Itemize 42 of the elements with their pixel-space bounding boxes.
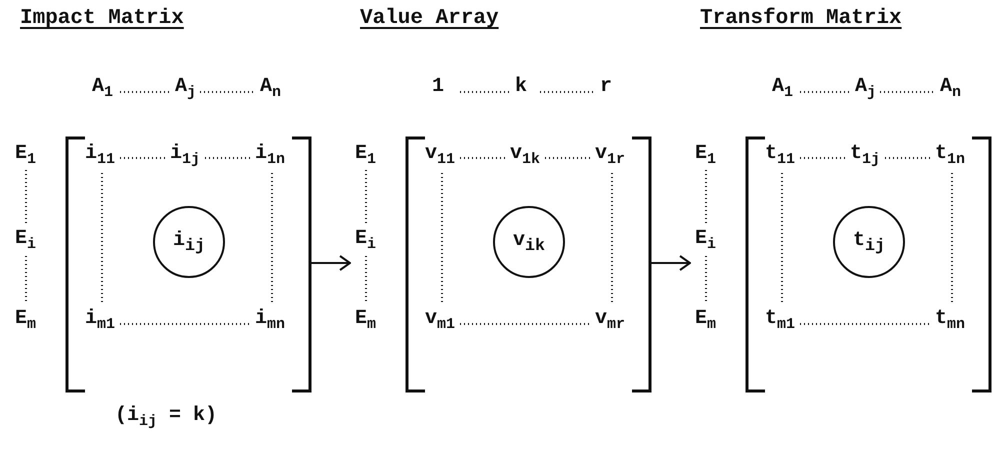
matrix-entry: v$_{1k}$ <box>510 143 540 170</box>
matrix-entry: t$_{11}$ <box>765 143 796 170</box>
matrix-entry: t$_{1j}$ <box>850 143 880 170</box>
row-label: E$_{m}$ <box>695 308 716 335</box>
row-label: E$_{m}$ <box>15 308 36 335</box>
matrix-entry: i$_{11}$ <box>85 143 116 170</box>
row-label: E$_{1}$ <box>355 143 376 170</box>
row-label: E$_{i}$ <box>695 228 716 255</box>
circled-element: v$_{ik}$ <box>493 206 565 278</box>
matrix-entry: t$_{m1}$ <box>765 308 796 335</box>
matrix-entry: v$_{m1}$ <box>425 308 456 335</box>
row-label: E$_{i}$ <box>355 228 376 255</box>
circled-element: t$_{ij}$ <box>833 206 905 278</box>
matrix-heading: Impact Matrix <box>20 8 184 30</box>
matrix-entry: i$_{mn}$ <box>255 308 286 335</box>
column-label: A$_{j}$ <box>175 76 196 103</box>
matrix-heading: Transform Matrix <box>700 8 902 30</box>
row-label: E$_{1}$ <box>695 143 716 170</box>
matrix-entry: i$_{m1}$ <box>85 308 116 335</box>
column-label: k <box>515 76 528 98</box>
matrix-heading: Value Array <box>360 8 499 30</box>
matrix-entry: i$_{1j}$ <box>170 143 200 170</box>
column-label: A$_{n}$ <box>260 76 282 103</box>
column-label: r <box>600 76 612 98</box>
column-label: A$_{1}$ <box>772 76 794 103</box>
circled-element: i$_{ij}$ <box>153 206 225 278</box>
column-label: A$_{1}$ <box>92 76 114 103</box>
column-label: A$_{n}$ <box>940 76 962 103</box>
arrow <box>650 255 691 271</box>
matrix-entry: i$_{1n}$ <box>255 143 286 170</box>
matrix-entry: t$_{1n}$ <box>935 143 966 170</box>
row-label: E$_{m}$ <box>355 308 376 335</box>
matrix-entry: v$_{mr}$ <box>595 308 626 335</box>
matrix-entry: v$_{1r}$ <box>595 143 626 170</box>
matrix-entry: v$_{11}$ <box>425 143 456 170</box>
column-label: 1 <box>432 76 444 98</box>
matrix-entry: t$_{mn}$ <box>935 308 966 335</box>
column-label: A$_{j}$ <box>855 76 876 103</box>
equation-note: (i$_{ij}$ = k) <box>115 405 218 432</box>
arrow <box>310 255 351 271</box>
row-label: E$_{i}$ <box>15 228 36 255</box>
row-label: E$_{1}$ <box>15 143 36 170</box>
